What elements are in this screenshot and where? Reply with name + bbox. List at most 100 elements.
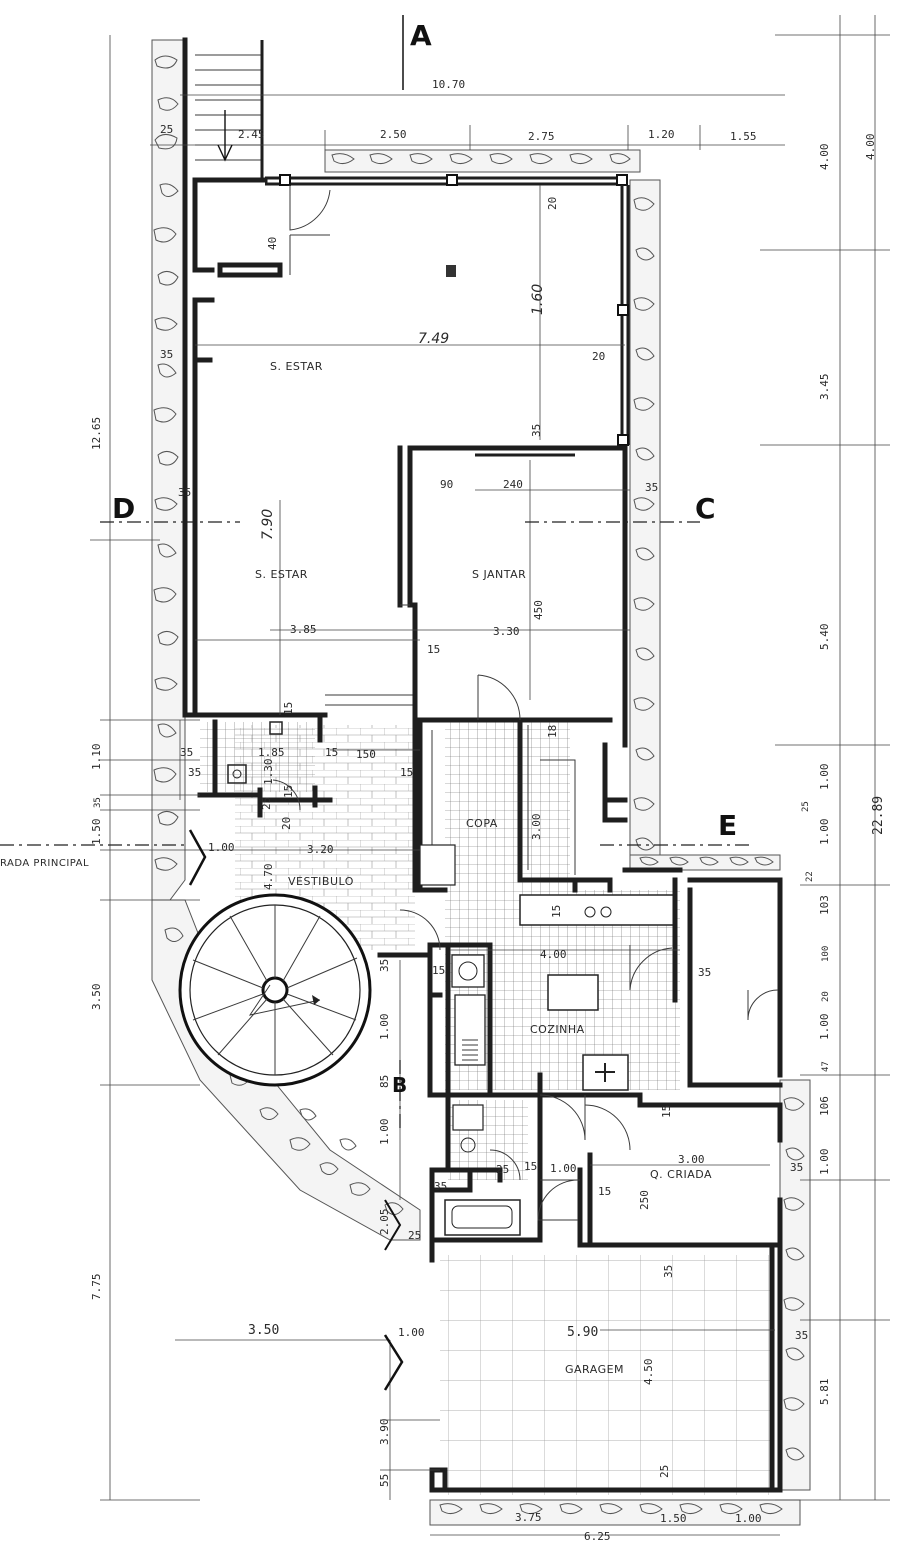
dim-q-35: 35 — [790, 1161, 803, 1174]
dim-v-185: 1.85 — [258, 746, 285, 759]
dim-240: 240 — [503, 478, 523, 491]
dim-v-15: 15 — [325, 746, 338, 759]
doors — [272, 185, 779, 1221]
dim-r-47: 47 — [821, 1061, 831, 1072]
dim-top-400: 4.00 — [818, 144, 831, 171]
dim-r-100e: 1.00 — [818, 1149, 831, 1176]
dim-left-1265: 12.65 — [90, 417, 103, 450]
dim-s-100b: 1.00 — [378, 1119, 391, 1146]
dim-c-15b: 15 — [432, 964, 445, 977]
dim-r-540: 5.40 — [818, 624, 831, 651]
dim-15a: 15 — [427, 643, 440, 656]
section-lines — [0, 15, 750, 1391]
copa-tile-floor — [445, 720, 570, 890]
dim-35b: 35 — [178, 486, 191, 499]
dim-b-625: 6.25 — [584, 1530, 611, 1543]
dim-v-15d: 15 — [282, 785, 295, 798]
dim-749: 7.49 — [418, 331, 449, 347]
dim-s-15: 15 — [524, 1160, 537, 1173]
dim-r-103: 103 — [818, 895, 831, 915]
dim-top-400b: 4.00 — [864, 134, 877, 161]
dim-s-35b: 35 — [434, 1180, 447, 1193]
dim-top-155: 1.55 — [730, 130, 757, 143]
dim-g-590: 5.90 — [567, 1325, 598, 1340]
dim-s-35: 35 — [378, 959, 391, 972]
dim-c-300: 3.00 — [530, 814, 543, 841]
section-marks: A D C E B — [112, 19, 737, 1097]
dim-v-20: 20 — [280, 817, 293, 830]
dim-left-110: 1.10 — [90, 744, 103, 771]
room-label-q-criada: Q. CRIADA — [650, 1168, 712, 1181]
dim-left-775: 7.75 — [90, 1274, 103, 1301]
dim-s-15b: 15 — [598, 1185, 611, 1198]
dim-q-300: 3.00 — [678, 1153, 705, 1166]
dim-left-35: 35 — [93, 797, 103, 808]
dim-r-100: 1.00 — [818, 764, 831, 791]
room-label-cozinha: COZINHA — [530, 1023, 585, 1036]
dim-top-25: 25 — [160, 123, 173, 136]
dim-top-120: 1.20 — [648, 128, 675, 141]
section-mark-e: E — [718, 809, 737, 842]
dim-790: 7.90 — [260, 509, 276, 540]
dim-v-35b: 35 — [188, 766, 201, 779]
dim-g-55: 55 — [378, 1474, 391, 1487]
dim-r-100b: 1.00 — [818, 819, 831, 846]
dim-15c: 15 — [400, 766, 413, 779]
dimension-texts: 10.70 25 2.45 2.50 2.75 1.20 1.55 4.00 4… — [90, 78, 886, 1543]
dim-g-390: 3.90 — [378, 1419, 391, 1446]
room-label-s-jantar: S JANTAR — [472, 568, 526, 581]
dim-r-106: 106 — [818, 1096, 831, 1116]
dim-r-581: 5.81 — [818, 1379, 831, 1406]
dim-r-345: 3.45 — [818, 374, 831, 401]
dim-s-205: 2.05 — [378, 1209, 391, 1236]
section-mark-b: B — [392, 1073, 407, 1097]
section-mark-a: A — [410, 19, 432, 52]
stone-wall-right — [629, 179, 811, 1491]
stone-wall-bottom — [429, 1499, 801, 1526]
stone-wall-left — [151, 39, 186, 901]
dim-r-22: 22 — [805, 871, 815, 882]
dim-c-400: 4.00 — [540, 948, 567, 961]
dim-g-350: 3.50 — [248, 1323, 279, 1338]
spiral-staircase — [178, 893, 372, 1087]
dim-330: 3.30 — [493, 625, 520, 638]
dim-v-150: 150 — [356, 748, 376, 761]
dim-b-150: 1.50 — [660, 1512, 687, 1525]
dim-r-25: 25 — [801, 801, 811, 812]
dim-18: 18 — [546, 725, 559, 738]
dim-top-total: 10.70 — [432, 78, 465, 91]
dim-90: 90 — [440, 478, 453, 491]
dim-s-25b: 25 — [496, 1163, 509, 1176]
room-labels: S. ESTAR S. ESTAR S JANTAR COPA VESTIBUL… — [0, 360, 712, 1376]
dim-160: 1.60 — [530, 284, 546, 315]
dim-15b: 15 — [282, 702, 295, 715]
dim-v-100: 1.00 — [208, 841, 235, 854]
dim-35d: 35 — [645, 481, 658, 494]
room-label-entrada: RADA PRINCIPAL — [0, 858, 89, 869]
dim-s-100: 1.00 — [378, 1014, 391, 1041]
stone-wall-top — [324, 149, 641, 173]
room-label-copa: COPA — [466, 817, 498, 830]
dim-v-25: 25 — [260, 797, 273, 810]
dim-b-375: 3.75 — [515, 1511, 542, 1524]
walls — [182, 37, 783, 1493]
room-label-s-estar: S. ESTAR — [255, 568, 308, 581]
dim-b-100: 1.00 — [735, 1512, 762, 1525]
dim-385: 3.85 — [290, 623, 317, 636]
dim-q-15: 15 — [660, 1105, 673, 1118]
dim-g-35b: 35 — [795, 1329, 808, 1342]
dim-g-35: 35 — [662, 1265, 675, 1278]
dim-450: 450 — [532, 600, 545, 620]
dim-left-350: 3.50 — [90, 984, 103, 1011]
dim-c-15: 15 — [550, 905, 563, 918]
dim-g-450: 4.50 — [642, 1359, 655, 1386]
dim-r-20: 20 — [821, 991, 831, 1002]
dim-top-275: 2.75 — [528, 130, 555, 143]
room-label-vestibulo: VESTIBULO — [288, 875, 354, 888]
dim-s-25: 25 — [408, 1229, 421, 1242]
garagem-floor-grid — [440, 1255, 770, 1495]
dim-top-245: 2.45 — [238, 128, 265, 141]
dim-35c: 35 — [530, 424, 543, 437]
dim-v-320: 3.20 — [307, 843, 334, 856]
